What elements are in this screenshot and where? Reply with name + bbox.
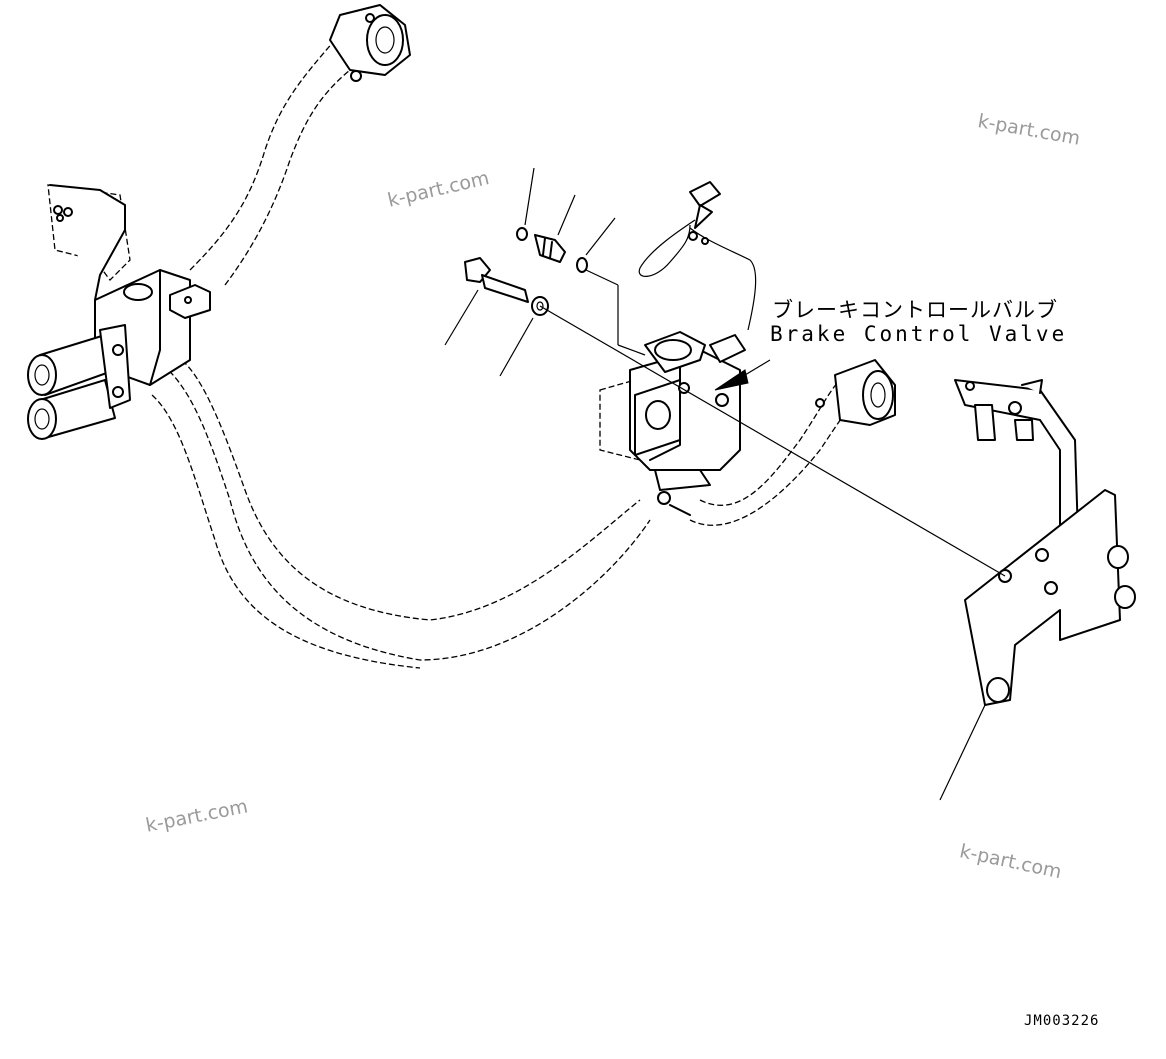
dashed-hose: [47, 39, 861, 669]
title-japanese: ブレーキコントロールバルブ: [772, 298, 1058, 322]
hose-flange-top: [329, 4, 411, 82]
valve-leader-arrow: [714, 359, 771, 391]
drawing-code: JM003226: [1024, 1013, 1100, 1029]
o-ring-1: [516, 167, 535, 241]
wiring-harness: [638, 181, 757, 331]
hose-flange-right: [815, 359, 896, 426]
brake-control-valve: [629, 331, 746, 516]
sensor-fitting: [534, 194, 576, 263]
bolt: [444, 257, 529, 346]
left-hose-ends: [27, 324, 131, 440]
mounting-bracket: [939, 379, 1136, 801]
center-lines: [539, 269, 1006, 577]
title-english: Brake Control Valve: [770, 322, 1068, 346]
manifold-block: [49, 184, 211, 386]
washer: [499, 296, 549, 377]
o-ring-2: [576, 217, 616, 273]
